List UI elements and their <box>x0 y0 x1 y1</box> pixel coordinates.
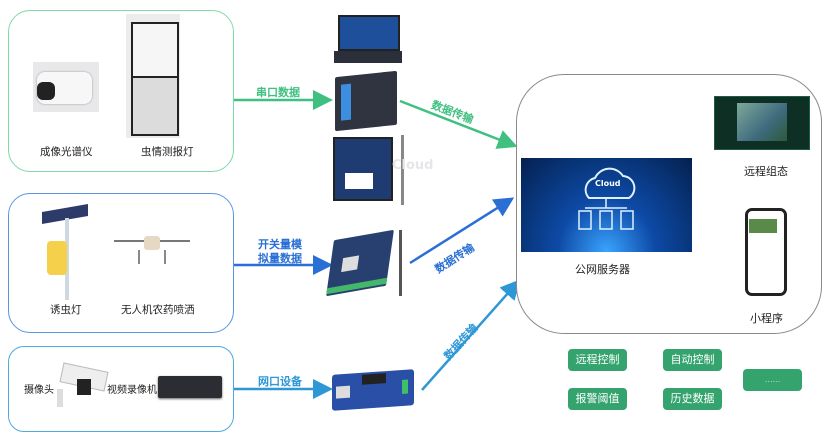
spraying-drone-icon <box>114 230 190 266</box>
insect-trap-lamp-icon <box>40 203 90 301</box>
history-data-button[interactable]: 历史数据 <box>663 388 722 410</box>
industrial-router-icon <box>332 369 414 411</box>
item-label: 虫情测报灯 <box>141 146 194 158</box>
serial-dtu-icon <box>335 70 397 132</box>
output-label: 小程序 <box>750 312 783 325</box>
cloud-text: Cloud <box>595 179 621 188</box>
mini-program-phone-icon <box>745 208 787 296</box>
camera-icon <box>55 362 109 407</box>
net-transfer-line <box>421 279 521 391</box>
io-link-label-1: 开关量模 <box>258 238 302 251</box>
item-label: 诱虫灯 <box>50 304 82 316</box>
auto-control-button[interactable]: 自动控制 <box>663 349 722 371</box>
io-link-label-2: 拟量数据 <box>258 252 302 265</box>
cellular-dtu-icon <box>333 137 393 201</box>
serial-link-label: 串口数据 <box>256 86 300 99</box>
scada-dashboard-icon <box>714 96 810 150</box>
cloud-watermark: Cloud <box>392 158 434 173</box>
alarm-threshold-button[interactable]: 报警阈值 <box>568 388 627 410</box>
item-label: 视频录像机 <box>107 385 157 396</box>
insect-monitoring-lamp-icon <box>126 14 180 138</box>
antenna-icon <box>401 135 404 205</box>
item-label: 成像光谱仪 <box>40 146 93 158</box>
io-transfer-line <box>409 197 515 265</box>
cloud-icon <box>578 167 636 230</box>
video-recorder-icon <box>158 376 222 398</box>
server-label: 公网服务器 <box>575 263 630 276</box>
cloud-server-image: Cloud <box>521 158 692 252</box>
net-link-label: 网口设备 <box>258 375 302 388</box>
more-button[interactable]: ...... <box>743 369 802 391</box>
item-label: 无人机农药喷洒 <box>121 304 195 316</box>
serial-server-icon <box>334 13 402 65</box>
imaging-spectrometer-icon <box>33 62 99 112</box>
item-label: 摄像头 <box>24 385 54 396</box>
antenna-icon <box>399 230 402 296</box>
remote-control-button[interactable]: 远程控制 <box>568 349 627 371</box>
output-label: 远程组态 <box>744 165 788 178</box>
serial-transfer-line <box>399 99 518 149</box>
